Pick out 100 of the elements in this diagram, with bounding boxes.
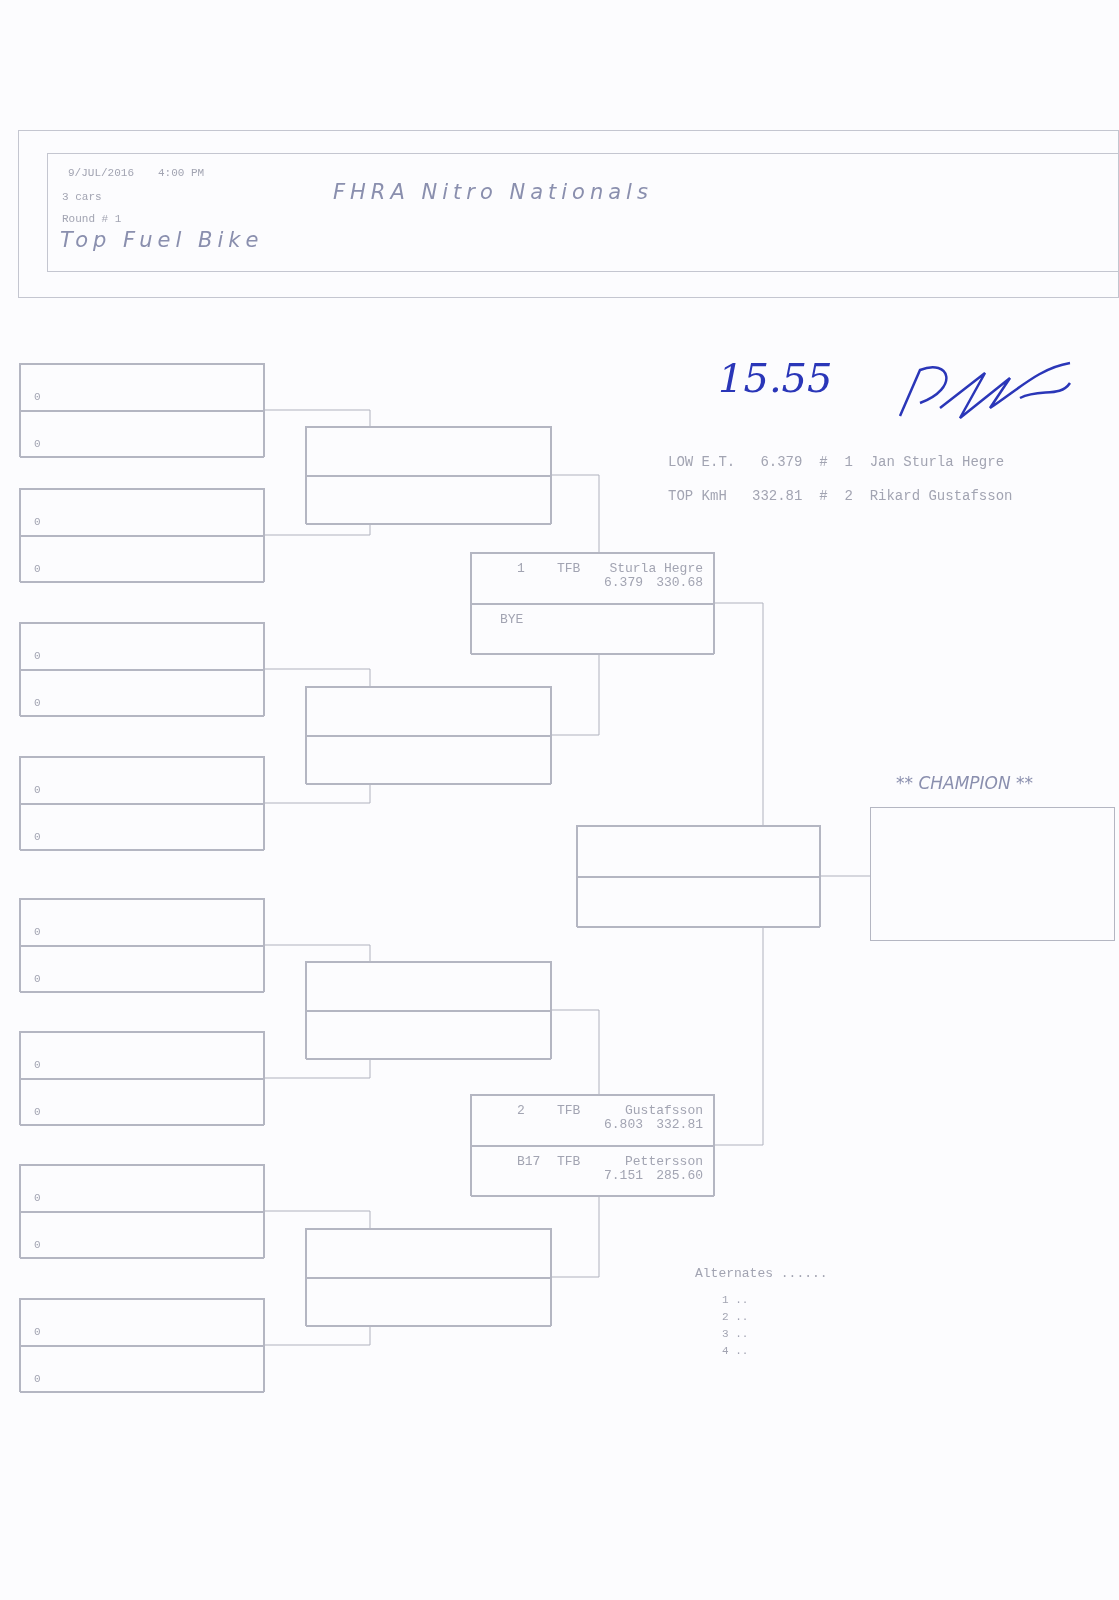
- matchup-box: [305, 1228, 552, 1326]
- matchup-box: [19, 363, 265, 457]
- matchup-box: [576, 825, 821, 927]
- alternate-slot: 1 ..: [722, 1293, 749, 1307]
- bracket-line: [714, 927, 764, 1146]
- entry-text: 0: [34, 1105, 41, 1119]
- entry-slot: [20, 1299, 264, 1346]
- matchup-box: [19, 898, 265, 992]
- entry-slot: [306, 736, 551, 785]
- bracket-line: [264, 1326, 371, 1346]
- entry-slot: [306, 1229, 551, 1278]
- entry-text: 0: [34, 1058, 41, 1072]
- matchup-box: [470, 1094, 715, 1196]
- matchup-box: [305, 426, 552, 524]
- elapsed-time: 7.151: [604, 1169, 643, 1183]
- entry-slot: [577, 826, 820, 877]
- alternates-heading: Alternates ......: [695, 1267, 828, 1281]
- entry-text: 0: [34, 972, 41, 986]
- entry-slot: [20, 489, 264, 536]
- bracket-line: [264, 524, 371, 536]
- entry-slot: [306, 962, 551, 1011]
- entry-slot: [306, 687, 551, 736]
- handwritten-time: 15.55: [718, 355, 833, 401]
- entry-slot: [471, 1095, 714, 1146]
- entry-text: 0: [34, 390, 41, 404]
- matchup-box: [19, 1298, 265, 1392]
- class-title: Top Fuel Bike: [60, 228, 264, 252]
- class-code: TFB: [557, 1155, 581, 1169]
- entry-slot: [20, 411, 264, 458]
- entry-slot: [471, 604, 714, 655]
- bracket-line: [264, 409, 371, 428]
- entry-text: 0: [34, 1372, 41, 1386]
- bracket-line: [820, 875, 871, 877]
- entry-slot: [20, 364, 264, 411]
- entry-text: 0: [34, 1191, 41, 1205]
- alternate-slot: 4 ..: [722, 1344, 749, 1358]
- rider-name: Pettersson: [625, 1155, 703, 1169]
- entry-slot: [20, 1165, 264, 1212]
- bracket-line: [551, 1009, 600, 1096]
- entry-text: 0: [34, 696, 41, 710]
- event-title: FHRA Nitro Nationals: [333, 180, 653, 204]
- entry-slot: [306, 427, 551, 476]
- entry-slot: [577, 877, 820, 928]
- entry-text: 0: [34, 1238, 41, 1252]
- entry-slot: [20, 1032, 264, 1079]
- seed-number: 1: [517, 562, 525, 576]
- bracket-line: [551, 654, 600, 736]
- matchup-box: [305, 686, 552, 784]
- entry-slot: [20, 899, 264, 946]
- rider-name: Sturla Hegre: [609, 562, 703, 576]
- matchup-box: [19, 1164, 265, 1258]
- entry-text: BYE: [500, 613, 524, 627]
- bracket-line: [264, 944, 371, 963]
- round-number: Round # 1: [62, 212, 122, 226]
- entry-text: 0: [34, 925, 41, 939]
- entry-text: 0: [34, 515, 41, 529]
- car-count: 3 cars: [62, 190, 102, 204]
- entry-text: 0: [34, 1325, 41, 1339]
- entry-slot: [20, 757, 264, 804]
- entry-slot: [20, 1212, 264, 1259]
- entry-text: 0: [34, 783, 41, 797]
- class-code: TFB: [557, 1104, 581, 1118]
- champion-heading: ** CHAMPION **: [896, 773, 1034, 793]
- bracket-line: [551, 474, 600, 554]
- elapsed-time: 6.379: [604, 576, 643, 590]
- speed-value: 330.68: [656, 576, 703, 590]
- seed-number: 2: [517, 1104, 525, 1118]
- speed-value: 332.81: [656, 1118, 703, 1132]
- bracket-line: [264, 1059, 371, 1079]
- entry-slot: [471, 553, 714, 604]
- date-text: 9/JUL/2016: [68, 166, 134, 180]
- matchup-box: [19, 488, 265, 582]
- speed-value: 285.60: [656, 1169, 703, 1183]
- matchup-box: [305, 961, 552, 1059]
- rider-name: Gustafsson: [625, 1104, 703, 1118]
- entry-slot: [20, 804, 264, 851]
- bracket-line: [264, 668, 371, 688]
- entry-slot: [306, 1278, 551, 1327]
- low-et-record: LOW E.T. 6.379 # 1 Jan Sturla Hegre: [668, 455, 1005, 469]
- seed-number: B17: [517, 1155, 541, 1169]
- entry-text: 0: [34, 437, 41, 451]
- class-code: TFB: [557, 562, 581, 576]
- alternate-slot: 2 ..: [722, 1310, 749, 1324]
- matchup-box: [19, 1031, 265, 1125]
- matchup-box: [470, 552, 715, 654]
- entry-slot: [20, 670, 264, 717]
- bracket-line: [714, 602, 764, 827]
- entry-slot: [20, 1346, 264, 1393]
- bracket-line: [264, 1210, 371, 1230]
- elapsed-time: 6.803: [604, 1118, 643, 1132]
- matchup-box: [19, 756, 265, 850]
- entry-slot: [20, 946, 264, 993]
- top-speed-record: TOP KmH 332.81 # 2 Rikard Gustafsson: [668, 489, 1013, 503]
- entry-slot: [20, 1079, 264, 1126]
- header-box: [47, 153, 1119, 272]
- entry-slot: [471, 1146, 714, 1197]
- entry-slot: [20, 623, 264, 670]
- entry-slot: [306, 1011, 551, 1060]
- entry-slot: [306, 476, 551, 525]
- entry-text: 0: [34, 649, 41, 663]
